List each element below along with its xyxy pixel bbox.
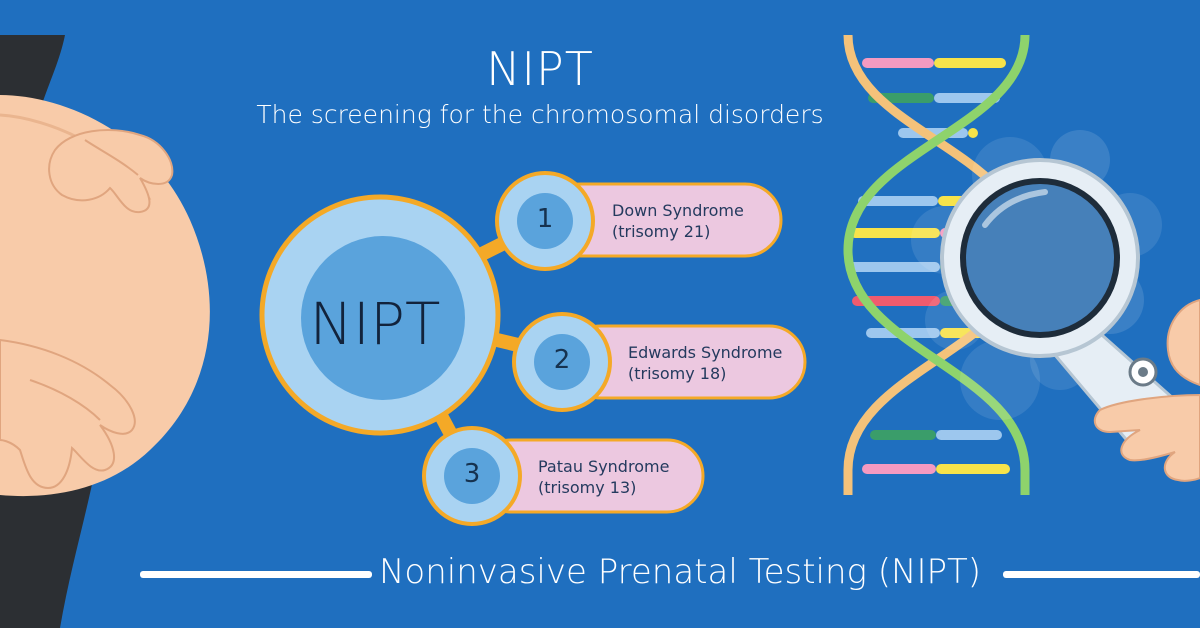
page-title: NIPT [486, 42, 594, 96]
holding-hand-illustration [1093, 298, 1200, 482]
magnifying-glass-icon [940, 158, 1187, 455]
pill-backgrounds [473, 182, 807, 514]
hub-label: NIPT [309, 290, 441, 358]
item-name: Down Syndrome [612, 201, 744, 220]
item-name: Patau Syndrome [538, 457, 670, 476]
item-detail: (trisomy 18) [628, 364, 727, 383]
item-number-3: 3 [463, 459, 481, 489]
item-card-1: Down Syndrome (trisomy 21) [612, 200, 744, 242]
item-card-3: Patau Syndrome (trisomy 13) [538, 456, 669, 498]
item-number-2: 2 [553, 345, 571, 375]
pregnant-belly-illustration [0, 35, 210, 628]
item-detail: (trisomy 13) [538, 478, 637, 497]
item-name: Edwards Syndrome [628, 343, 783, 362]
nipt-hub-circle [259, 194, 501, 436]
item-card-2: Edwards Syndrome (trisomy 18) [628, 342, 782, 384]
footer-divider-lines [140, 571, 1200, 578]
item-number-1: 1 [536, 204, 554, 234]
page-subtitle: The screening for the chromosomal disord… [256, 100, 824, 129]
footer-title: Noninvasive Prenatal Testing (NIPT) [378, 552, 982, 592]
number-circles [422, 171, 612, 526]
item-detail: (trisomy 21) [612, 222, 711, 241]
